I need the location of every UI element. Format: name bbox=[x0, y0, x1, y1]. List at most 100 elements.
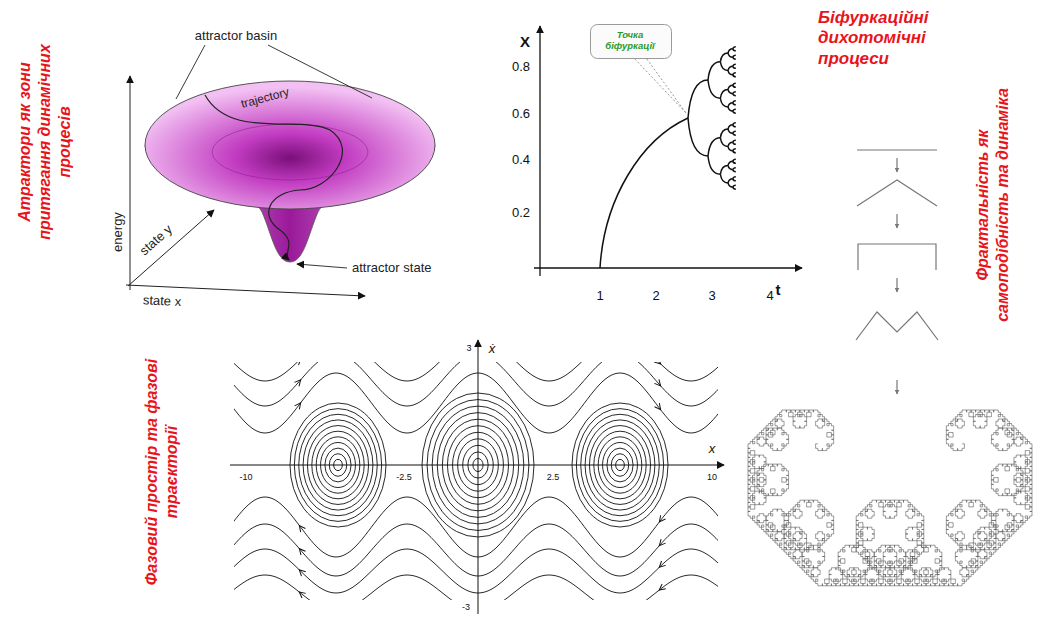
closed-orbit bbox=[303, 420, 373, 510]
open-trajectory bbox=[234, 549, 718, 593]
bifurcation-branch bbox=[688, 118, 708, 156]
bifurcation-branch bbox=[733, 151, 736, 153]
bifurcation-branch bbox=[728, 85, 733, 89]
open-trajectory bbox=[234, 362, 718, 381]
bifurcation-branch bbox=[720, 89, 728, 98]
bifurcation-branch bbox=[733, 159, 736, 161]
closed-orbit bbox=[598, 437, 642, 493]
bifurcation-branch bbox=[733, 73, 736, 75]
closed-orbit bbox=[473, 458, 483, 471]
flow-arrow bbox=[657, 584, 665, 592]
bifurcation-branch bbox=[733, 83, 736, 85]
flow-arrow bbox=[297, 568, 305, 576]
closed-orbit bbox=[616, 459, 625, 470]
bifurcation-branch bbox=[733, 149, 736, 151]
t-axis bbox=[534, 267, 802, 268]
bifurcation-branch bbox=[733, 92, 736, 94]
closed-orbit bbox=[422, 393, 534, 537]
fractal-steps bbox=[856, 150, 938, 394]
flow-arrow bbox=[294, 378, 302, 386]
tick-label: 3 bbox=[708, 288, 715, 304]
bifurcation-branch bbox=[708, 138, 720, 156]
closed-orbit bbox=[607, 448, 633, 482]
bifurcation-branch bbox=[728, 142, 733, 146]
closed-orbit bbox=[432, 406, 524, 524]
flow-arrow bbox=[297, 547, 305, 555]
closed-orbit bbox=[576, 409, 663, 522]
flow-arrow bbox=[657, 539, 665, 547]
bifurcation-branch bbox=[728, 125, 733, 129]
bifurcation-branch bbox=[720, 174, 728, 183]
bifurcation-branch bbox=[733, 64, 736, 66]
bifurcation-branch bbox=[733, 161, 736, 163]
open-trajectory bbox=[234, 497, 718, 557]
axis-label: ẋ bbox=[489, 341, 496, 357]
bifurcation-branch bbox=[733, 168, 736, 170]
bifurcation-branch bbox=[720, 138, 728, 147]
fractal-step bbox=[856, 312, 938, 340]
tick-label: 0.6 bbox=[512, 106, 530, 122]
bifurcation-branch bbox=[733, 49, 736, 51]
bifurcation-branch bbox=[733, 109, 736, 111]
bifurcation-branch bbox=[728, 53, 733, 57]
tick-label: 1 bbox=[596, 288, 603, 304]
bifurcation-branch bbox=[733, 111, 736, 113]
bifurcation-branch bbox=[733, 57, 736, 59]
bifurcation-branch bbox=[733, 123, 736, 125]
tick-label: -3 bbox=[462, 602, 470, 613]
closed-orbit bbox=[316, 437, 360, 493]
closed-orbit bbox=[589, 426, 650, 505]
bifurcation-branch bbox=[733, 75, 736, 77]
bifurcation-branch bbox=[600, 118, 688, 268]
tick-label: 2.5 bbox=[547, 472, 560, 483]
bifurcation-branch bbox=[728, 161, 733, 165]
closed-orbit bbox=[611, 454, 628, 477]
bifurcation-branch bbox=[728, 147, 733, 151]
closed-orbit bbox=[299, 414, 378, 515]
closed-orbit bbox=[463, 445, 494, 484]
flow-arrow bbox=[297, 524, 305, 532]
bifurcation-branch bbox=[720, 98, 728, 107]
leader-arrow bbox=[297, 264, 347, 268]
bifurcation-branch bbox=[733, 133, 736, 135]
bifurcation-branch bbox=[708, 156, 720, 174]
bifurcation-branch bbox=[720, 129, 728, 138]
bifurcation-branch bbox=[728, 66, 733, 70]
flow-arrow bbox=[654, 379, 662, 387]
bifurcation-branch bbox=[733, 101, 736, 103]
callout-pointer bbox=[635, 59, 686, 113]
open-trajectory bbox=[234, 575, 718, 600]
bifurcation-branch bbox=[733, 94, 736, 96]
y-axis bbox=[539, 26, 540, 276]
levy-curve bbox=[748, 410, 1032, 586]
closed-orbit bbox=[442, 419, 513, 511]
tick-label: -2.5 bbox=[396, 472, 412, 483]
bifurcation-branch bbox=[728, 107, 733, 111]
closed-orbit bbox=[329, 454, 346, 477]
bifurcation-branch bbox=[688, 80, 708, 118]
bifurcation-branch bbox=[728, 49, 733, 53]
flow-arrow bbox=[657, 515, 665, 523]
closed-orbit bbox=[334, 459, 343, 470]
closed-orbit bbox=[581, 414, 660, 515]
bifurcation-branch bbox=[733, 140, 736, 142]
bifurcation-tree bbox=[600, 47, 736, 268]
part-label: attractor basin bbox=[195, 28, 277, 44]
x-axis bbox=[230, 465, 724, 466]
closed-orbit bbox=[603, 442, 638, 487]
fractal-step bbox=[857, 149, 937, 150]
tick-label: -10 bbox=[239, 472, 252, 483]
bifurcation-branch bbox=[720, 53, 728, 62]
section-title: Фазовий простір та фазові траєкторії bbox=[142, 347, 182, 597]
flow-arrow bbox=[654, 362, 662, 366]
bifurcation-branch bbox=[728, 103, 733, 107]
closed-orbit bbox=[572, 403, 668, 527]
closed-orbit bbox=[594, 431, 646, 499]
open-trajectory bbox=[234, 373, 718, 433]
bifurcation-branch bbox=[708, 80, 720, 98]
energy-axis bbox=[130, 76, 131, 290]
closed-orbit bbox=[312, 431, 364, 499]
trajectory-curve bbox=[205, 95, 342, 260]
flow-arrow bbox=[655, 403, 663, 411]
